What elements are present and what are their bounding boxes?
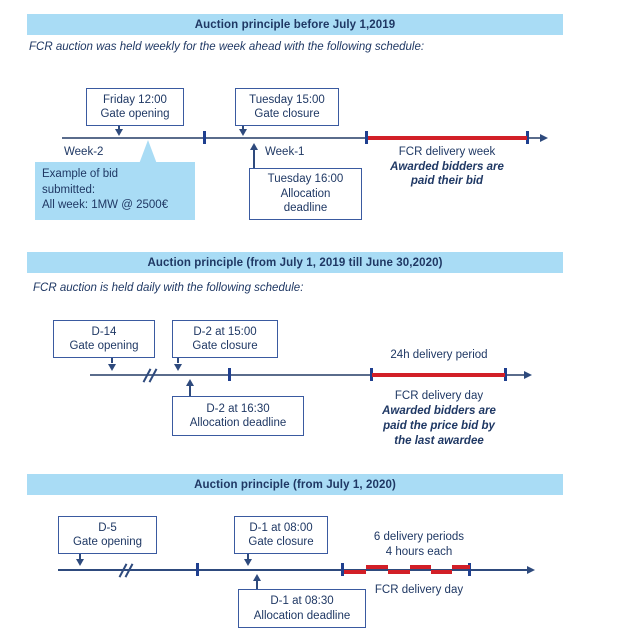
allocation-deadline-box: Tuesday 16:00 Allocation deadline bbox=[249, 168, 362, 220]
allocation-deadline-arrow-icon bbox=[185, 379, 194, 386]
gate-opening-connector bbox=[118, 126, 120, 131]
delivery-period-segment bbox=[388, 570, 410, 574]
timeline-tick bbox=[196, 563, 199, 576]
section-intro-text: FCR auction is held daily with the follo… bbox=[33, 282, 304, 294]
allocation-deadline-line-1: Tuesday 16:00 bbox=[267, 173, 344, 186]
delivery-periods-label-line-1: 6 delivery periods bbox=[373, 531, 465, 543]
timeline-tick bbox=[228, 368, 231, 381]
delivery-period-segment bbox=[344, 570, 366, 574]
gate-opening-arrow-icon bbox=[107, 364, 116, 371]
fcr-delivery-day-emphasis-2: paid the price bid by bbox=[383, 420, 495, 432]
timeline-axis bbox=[58, 569, 533, 571]
allocation-deadline-line-1: D-2 at 16:30 bbox=[206, 402, 270, 415]
gate-opening-box: D-14 Gate opening bbox=[53, 320, 155, 358]
allocation-deadline-connector bbox=[189, 385, 191, 396]
gate-closure-arrow-icon bbox=[243, 559, 252, 566]
delivery-period-label: 24h delivery period bbox=[390, 349, 488, 361]
fcr-delivery-week-bar bbox=[368, 136, 527, 140]
gate-opening-line-1: Friday 12:00 bbox=[103, 93, 167, 106]
allocation-deadline-line-3: deadline bbox=[283, 202, 328, 215]
section-title-band: Auction principle before July 1,2019 bbox=[27, 14, 563, 35]
delivery-period-segment bbox=[366, 565, 388, 569]
gate-closure-connector bbox=[242, 126, 244, 131]
gate-closure-box: D-2 at 15:00 Gate closure bbox=[172, 320, 278, 358]
timeline-tick bbox=[341, 563, 344, 576]
gate-closure-arrow-icon bbox=[173, 364, 182, 371]
week-minus-1-label: Week-1 bbox=[265, 146, 305, 158]
gate-closure-line-1: D-2 at 15:00 bbox=[193, 325, 257, 338]
gate-opening-box: D-5 Gate opening bbox=[58, 516, 157, 554]
gate-opening-box: Friday 12:00 Gate opening bbox=[86, 88, 184, 126]
delivery-period-segment bbox=[431, 570, 452, 574]
allocation-deadline-line-2: Allocation deadline bbox=[189, 417, 287, 429]
timeline-axis bbox=[62, 137, 546, 139]
example-bid-line-2: submitted: bbox=[42, 183, 96, 196]
delivery-period-segment bbox=[452, 565, 470, 569]
gate-closure-connector bbox=[247, 554, 249, 560]
allocation-deadline-arrow-icon bbox=[249, 143, 258, 150]
timeline-axis bbox=[90, 374, 530, 376]
gate-closure-line-1: Tuesday 15:00 bbox=[249, 93, 325, 106]
gate-closure-line-2: Gate closure bbox=[248, 536, 314, 548]
gate-closure-box: D-1 at 08:00 Gate closure bbox=[234, 516, 328, 554]
allocation-deadline-box: D-1 at 08:30 Allocation deadline bbox=[238, 589, 366, 628]
allocation-deadline-connector bbox=[256, 580, 258, 589]
gate-closure-line-2: Gate closure bbox=[192, 340, 258, 352]
gate-opening-line-2: Gate opening bbox=[72, 536, 143, 548]
timeline-tick bbox=[203, 131, 206, 144]
fcr-delivery-day-emphasis-3: the last awardee bbox=[394, 435, 484, 447]
timeline-tick bbox=[468, 563, 471, 576]
timeline-tick bbox=[504, 368, 507, 381]
gate-closure-arrow-icon bbox=[238, 129, 247, 136]
gate-closure-line-2: Gate closure bbox=[254, 108, 320, 120]
timeline-axis-arrow-icon bbox=[524, 370, 532, 379]
gate-closure-box: Tuesday 15:00 Gate closure bbox=[235, 88, 339, 126]
section-intro-text: FCR auction was held weekly for the week… bbox=[29, 41, 425, 53]
fcr-delivery-week-emphasis-2: paid their bid bbox=[410, 175, 484, 187]
section-title-band: Auction principle (from July 1, 2019 til… bbox=[27, 252, 563, 273]
section-title-band: Auction principle (from July 1, 2020) bbox=[27, 474, 563, 495]
delivery-period-segment bbox=[410, 565, 431, 569]
allocation-deadline-line-1: D-1 at 08:30 bbox=[270, 595, 334, 607]
week-minus-2-label: Week-2 bbox=[64, 146, 104, 158]
timeline-axis-arrow-icon bbox=[527, 565, 535, 574]
timeline-tick bbox=[526, 131, 529, 144]
fcr-delivery-day-label: FCR delivery day bbox=[394, 390, 484, 402]
delivery-periods-label-line-2: 4 hours each bbox=[385, 546, 453, 558]
section-title: Auction principle before July 1,2019 bbox=[194, 18, 396, 31]
fcr-delivery-week-emphasis-1: Awarded bidders are bbox=[390, 161, 504, 173]
fcr-delivery-day-label: FCR delivery day bbox=[374, 584, 464, 596]
gate-opening-line-1: D-5 bbox=[98, 521, 117, 534]
gate-opening-arrow-icon bbox=[114, 129, 123, 136]
timeline-tick bbox=[365, 131, 368, 144]
timeline-axis-arrow-icon bbox=[540, 133, 548, 142]
delivery-period-bar bbox=[372, 373, 505, 377]
allocation-deadline-line-2: Allocation deadline bbox=[253, 609, 351, 622]
example-bid-line-3: All week: 1MW @ 2500€ bbox=[42, 199, 169, 211]
allocation-deadline-line-2: Allocation bbox=[280, 187, 331, 200]
example-bid-line-1: Example of bid bbox=[42, 168, 119, 180]
gate-opening-line-2: Gate opening bbox=[69, 340, 139, 352]
example-bid-callout: Example of bid submitted: All week: 1MW … bbox=[35, 162, 195, 220]
timeline-tick bbox=[370, 368, 373, 381]
allocation-deadline-connector bbox=[253, 149, 255, 168]
allocation-deadline-box: D-2 at 16:30 Allocation deadline bbox=[172, 396, 304, 436]
gate-closure-line-1: D-1 at 08:00 bbox=[249, 521, 313, 534]
gate-opening-connector bbox=[79, 554, 81, 560]
gate-opening-line-2: Gate opening bbox=[100, 108, 170, 120]
gate-opening-connector bbox=[111, 358, 113, 363]
gate-closure-connector bbox=[177, 358, 179, 363]
fcr-delivery-week-label: FCR delivery week bbox=[398, 146, 496, 158]
gate-opening-line-1: D-14 bbox=[91, 325, 117, 338]
section-title: Auction principle (from July 1, 2020) bbox=[194, 478, 396, 491]
gate-opening-arrow-icon bbox=[75, 559, 84, 566]
example-bid-callout-tail-icon bbox=[139, 140, 157, 164]
section-title: Auction principle (from July 1, 2019 til… bbox=[147, 256, 443, 269]
fcr-delivery-day-emphasis-1: Awarded bidders are bbox=[382, 405, 496, 417]
allocation-deadline-arrow-icon bbox=[252, 574, 261, 581]
